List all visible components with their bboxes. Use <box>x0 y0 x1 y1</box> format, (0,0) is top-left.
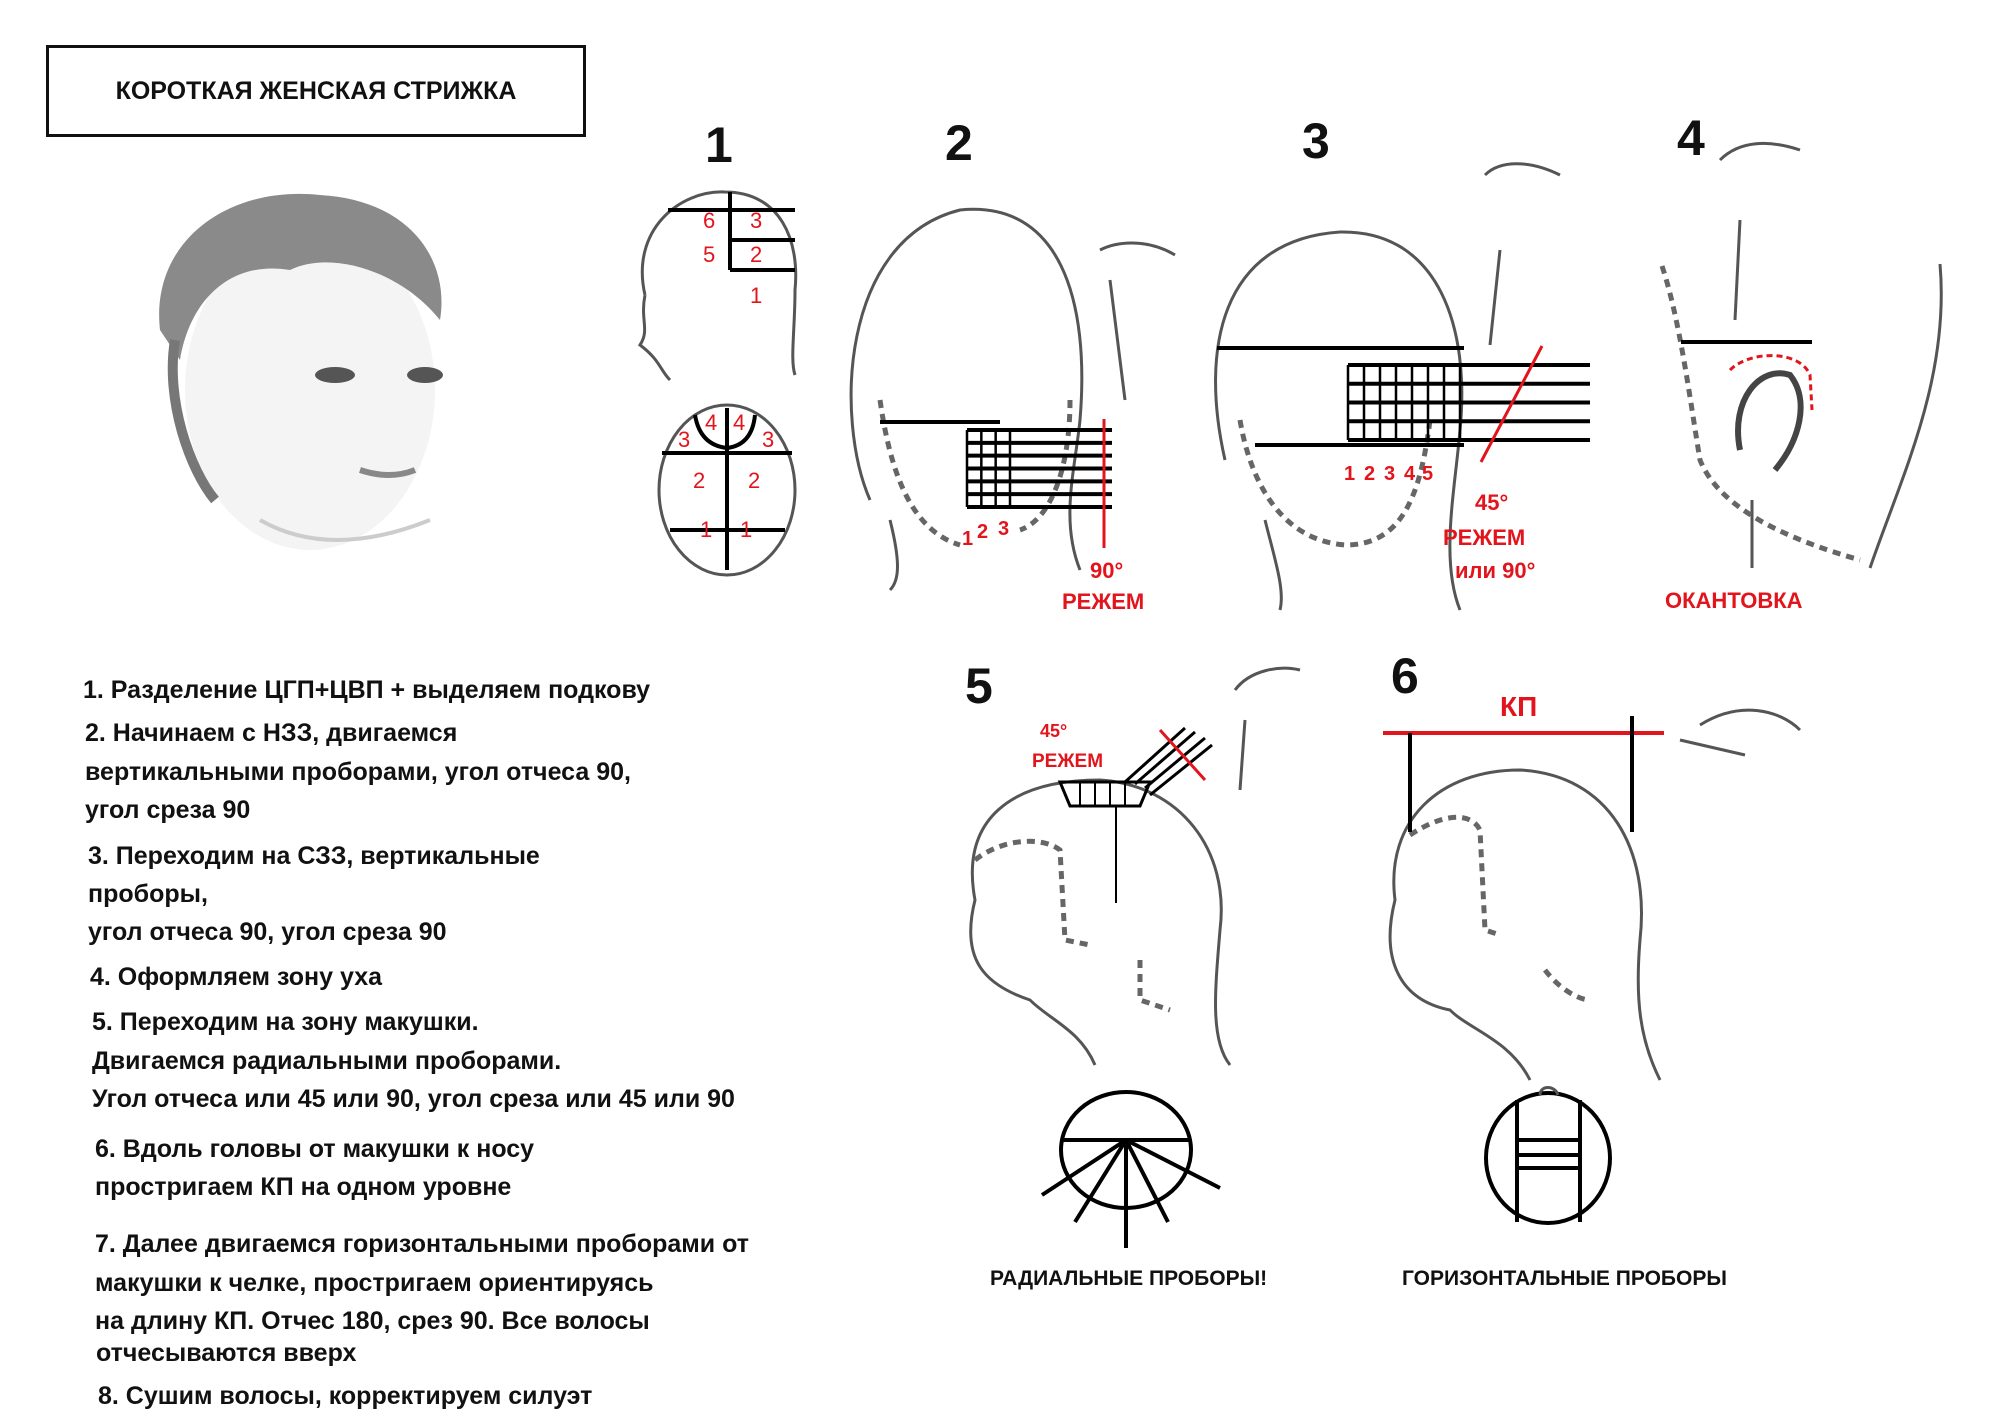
diagram-label: 1 <box>962 528 973 550</box>
haircut-photo <box>159 193 443 550</box>
figure-number: 4 <box>1677 110 1705 166</box>
diagram-label: 5 <box>1422 463 1433 485</box>
step-line: вертикальными проборами, угол отчеса 90, <box>85 758 631 786</box>
diagram-label: 3 <box>678 427 690 452</box>
diagram-label: РЕЖЕМ <box>1443 525 1525 550</box>
figure-4-ear-edging: 4 ОКАНТОВКА <box>1659 110 1943 613</box>
step-line: простригаем КП на одном уровне <box>95 1173 512 1201</box>
diagram-label: 2 <box>748 468 760 493</box>
figure-number: 2 <box>945 115 973 171</box>
diagram-label: 3 <box>750 208 762 233</box>
diagram-label: 2 <box>750 242 762 267</box>
diagram-label: 5 <box>703 242 715 267</box>
diagram-label: 3 <box>762 427 774 452</box>
figure-number: 6 <box>1391 648 1419 704</box>
diagram-label: ОКАНТОВКА <box>1665 588 1803 613</box>
diagram-label: 1 <box>750 283 762 308</box>
figure-number: 5 <box>965 658 993 714</box>
figure-number: 3 <box>1302 113 1330 169</box>
diagram-label: РЕЖЕМ <box>1032 751 1103 772</box>
step-line: 1. Разделение ЦГП+ЦВП + выделяем подкову <box>83 676 651 704</box>
step-line: проборы, <box>88 880 208 908</box>
diagram-label: 1 <box>1344 463 1355 485</box>
step-line: угол среза 90 <box>85 796 251 824</box>
diagram-label: 6 <box>703 208 715 233</box>
diagram-label: 1 <box>740 517 752 542</box>
step-line: на длину КП. Отчес 180, срез 90. Все вол… <box>95 1307 650 1335</box>
diagram-label: 3 <box>1384 463 1395 485</box>
diagram-label: 2 <box>693 468 705 493</box>
figure-6-control-strand: 6 КП ГОРИЗОНТАЛЬНЫЕ ПРОБОРЫ <box>1383 648 1802 1290</box>
diagram-label: 90° <box>1090 558 1123 583</box>
step-line: макушки к челке, простригаем ориентируяс… <box>95 1269 654 1297</box>
radial-caption: РАДИАЛЬНЫЕ ПРОБОРЫ! <box>990 1267 1267 1290</box>
title-box: КОРОТКАЯ ЖЕНСКАЯ СТРИЖКА <box>46 45 586 137</box>
step-line: 8. Сушим волосы, корректируем силуэт <box>98 1382 593 1410</box>
diagram-label: 45° <box>1475 490 1508 515</box>
figure-1-zoning: 1 6 3 5 2 1 4 4 3 3 2 2 1 1 <box>637 117 798 577</box>
diagram-label: 4 <box>1404 463 1416 485</box>
step-line: Угол отчеса или 45 или 90, угол среза ил… <box>92 1085 735 1113</box>
diagram-label: 4 <box>733 410 745 435</box>
step-line: угол отчеса 90, угол среза 90 <box>88 918 447 946</box>
diagram-label: РЕЖЕМ <box>1062 589 1144 614</box>
step-line: 6. Вдоль головы от макушки к носу <box>95 1135 535 1163</box>
diagram-label: 4 <box>705 410 717 435</box>
figure-3-occipital-section: 3 1 2 3 4 5 45° РЕЖЕМ или 90° <box>1214 113 1590 611</box>
horizontal-caption: ГОРИЗОНТАЛЬНЫЕ ПРОБОРЫ <box>1402 1267 1727 1290</box>
diagram-label: 2 <box>1364 463 1375 485</box>
diagram-label: 3 <box>998 518 1009 540</box>
diagram-label: КП <box>1500 691 1537 722</box>
page-title: КОРОТКАЯ ЖЕНСКАЯ СТРИЖКА <box>115 76 517 105</box>
diagram-label: или 90° <box>1455 558 1535 583</box>
step-line: 3. Переходим на СЗЗ, вертикальные <box>88 842 540 870</box>
figure-2-nape-section: 2 1 2 3 90° РЕЖЕМ <box>849 115 1176 614</box>
step-line: Двигаемся радиальными проборами. <box>92 1047 562 1075</box>
step-line: отчесываются вверх <box>96 1339 357 1367</box>
diagram-label: 2 <box>977 521 988 543</box>
step-line: 5. Переходим на зону макушки. <box>92 1008 479 1036</box>
figure-5-crown-radial: 5 45° РЕЖЕМ РАДИАЛЬНЫЕ ПРОБОРЫ! <box>965 658 1301 1290</box>
diagram-label: 1 <box>700 517 712 542</box>
step-line: 7. Далее двигаемся горизонтальными пробо… <box>95 1230 749 1258</box>
diagram-label: 45° <box>1040 721 1067 741</box>
step-line: 4. Оформляем зону уха <box>90 963 383 991</box>
figure-number: 1 <box>705 117 733 173</box>
step-line: 2. Начинаем с НЗЗ, двигаемся <box>85 719 458 747</box>
